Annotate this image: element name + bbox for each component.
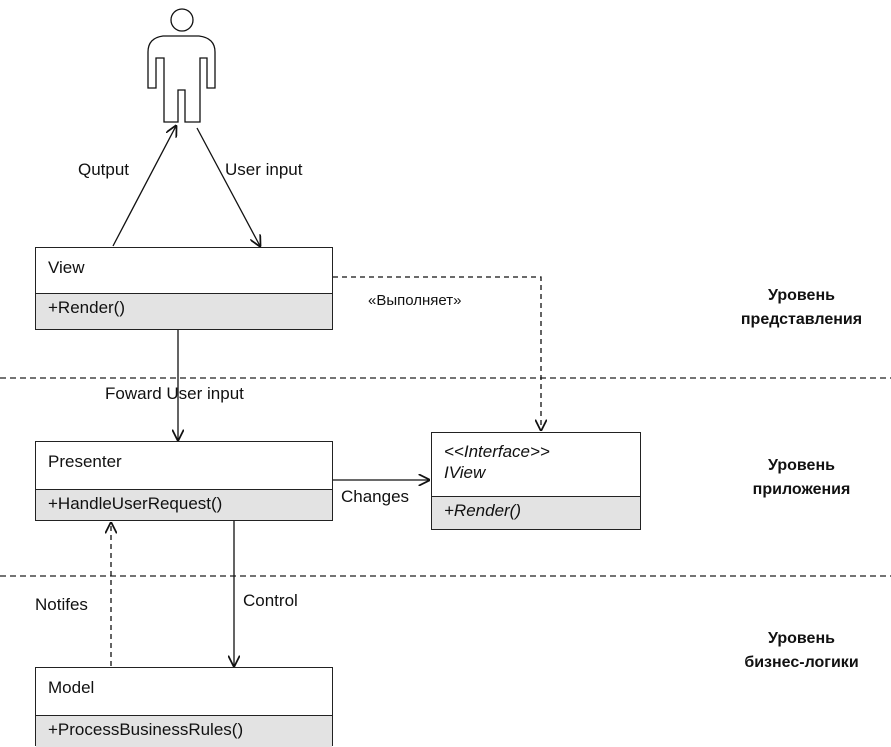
changes-label: Changes <box>341 487 410 506</box>
user-input-arrow <box>196 127 260 246</box>
view-class-name: View <box>36 248 332 294</box>
layer-business-label: Уровень бизнес-логики <box>744 630 859 671</box>
presenter-class-name: Presenter <box>36 442 332 490</box>
layer-application-label: Уровень приложения <box>752 457 851 498</box>
notifies-label: Notifes <box>35 595 88 614</box>
presenter-class-operation: +HandleUserRequest() <box>36 490 332 520</box>
implements-arrow <box>333 276 541 430</box>
view-class: View +Render() <box>35 247 333 330</box>
iview-interface-header: <<Interface>> IView <box>432 433 640 497</box>
model-class: Model +ProcessBusinessRules() <box>35 667 333 747</box>
user-actor-icon <box>147 8 216 123</box>
iview-stereotype: <<Interface>> <box>444 442 550 461</box>
output-arrow <box>112 126 176 247</box>
presenter-class: Presenter +HandleUserRequest() <box>35 441 333 521</box>
user-input-label: User input <box>225 160 303 179</box>
iview-name: IView <box>444 463 486 482</box>
model-class-name: Model <box>36 668 332 716</box>
view-class-operation: +Render() <box>36 294 332 329</box>
forward-input-label: Foward User input <box>105 384 244 403</box>
output-label: Qutput <box>78 160 130 179</box>
implements-label: «Выполняет» <box>368 292 462 309</box>
iview-operation: +Render() <box>432 497 640 529</box>
model-class-operation: +ProcessBusinessRules() <box>36 716 332 747</box>
layer-presentation-label: Уровень представления <box>740 287 863 328</box>
iview-interface: <<Interface>> IView +Render() <box>431 432 641 530</box>
control-label: Control <box>243 591 298 610</box>
